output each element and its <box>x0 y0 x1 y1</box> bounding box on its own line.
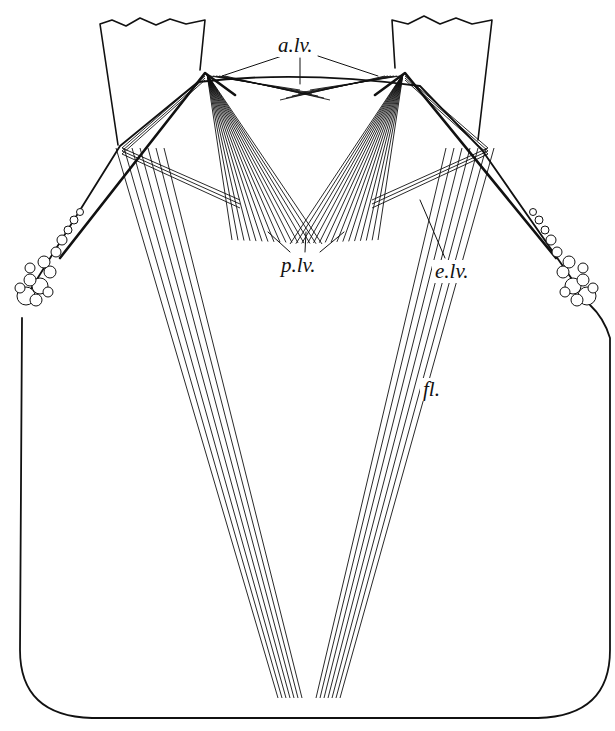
flexor-fibre <box>320 148 454 698</box>
external-levator-fibre <box>122 154 240 208</box>
flexor-fibre <box>316 148 446 698</box>
flexor-fibre <box>132 148 286 698</box>
eye-facet <box>546 235 556 245</box>
levator-fibre <box>360 74 403 241</box>
external-levator-fibre <box>122 78 205 151</box>
external-levator-fibre <box>405 76 488 148</box>
levator-fibre <box>290 74 403 244</box>
levator-fibre <box>207 74 310 243</box>
levator-fibre <box>280 76 385 100</box>
eye-facet <box>535 216 543 224</box>
part-label: fl. <box>420 378 443 401</box>
external-levator-fibre <box>372 154 488 208</box>
external-levator-fibre <box>372 148 488 200</box>
flexor-fibre <box>340 148 494 698</box>
levator-fibre <box>355 74 403 241</box>
eye-facet <box>560 287 570 297</box>
levator-fibre <box>325 74 403 242</box>
levator-fibre <box>207 74 262 241</box>
flexor-fibre <box>332 148 478 698</box>
flexor-fibre <box>324 148 462 698</box>
levator-fibre <box>337 74 403 242</box>
eye-facet <box>15 283 25 293</box>
levator-fibre <box>207 74 268 242</box>
levator-fibre <box>207 74 280 242</box>
levator-fibre <box>331 74 403 242</box>
external-levator-fibre <box>405 78 488 151</box>
neck-sclerite <box>100 18 205 145</box>
levator-fibre <box>308 74 403 243</box>
levator-fibre <box>207 74 292 243</box>
flexor-fibre <box>328 148 470 698</box>
part-label: e.lv. <box>432 260 471 283</box>
flexor-fibre <box>124 148 282 698</box>
eye-facet <box>552 247 562 257</box>
external-levator-fibre <box>122 151 240 204</box>
flexor-fibre <box>116 148 278 698</box>
eye-facet <box>64 226 72 234</box>
external-levator-fibre <box>122 76 205 148</box>
levator-fibre <box>207 74 304 243</box>
eye-facet <box>57 235 67 245</box>
eye-facet <box>577 274 589 286</box>
eye-facet <box>43 287 53 297</box>
eye-facet <box>38 256 50 268</box>
flexor-fibre <box>336 148 486 698</box>
eye-facet <box>588 283 598 293</box>
levator-fibre <box>372 74 403 240</box>
levator-fibre <box>319 74 403 243</box>
eye-facet <box>541 226 549 234</box>
eye-facet <box>30 294 42 306</box>
eye-facet <box>571 294 583 306</box>
levator-fibre <box>343 74 403 242</box>
eye-facet <box>578 263 588 273</box>
levator-fibre <box>378 74 403 240</box>
flexor-fibre <box>148 148 294 698</box>
eye-facet <box>530 209 537 216</box>
head-capsule <box>20 77 610 718</box>
flexor-fibre <box>164 148 302 698</box>
levator-fibre <box>296 74 403 244</box>
levator-fibre <box>225 76 330 100</box>
eye-facet <box>25 263 35 273</box>
levator-fibre <box>207 74 316 244</box>
eye-facet <box>563 256 575 268</box>
levator-fibre <box>349 74 403 241</box>
levator-fibre <box>207 74 286 242</box>
levator-fibre <box>366 74 403 241</box>
external-levator-fibre <box>405 80 488 154</box>
flexor-fibre <box>156 148 298 698</box>
eye-facet <box>77 209 84 216</box>
eye-facet <box>70 216 78 224</box>
eye-facet <box>51 247 61 257</box>
part-label: a.lv. <box>275 34 316 57</box>
levator-fibre <box>207 74 244 241</box>
levator-fibre <box>302 74 403 243</box>
part-label: p.lv. <box>278 254 319 277</box>
external-levator-fibre <box>122 80 205 154</box>
levator-fibre <box>207 74 322 244</box>
flexor-fibre <box>140 148 290 698</box>
eye-facet <box>24 274 36 286</box>
